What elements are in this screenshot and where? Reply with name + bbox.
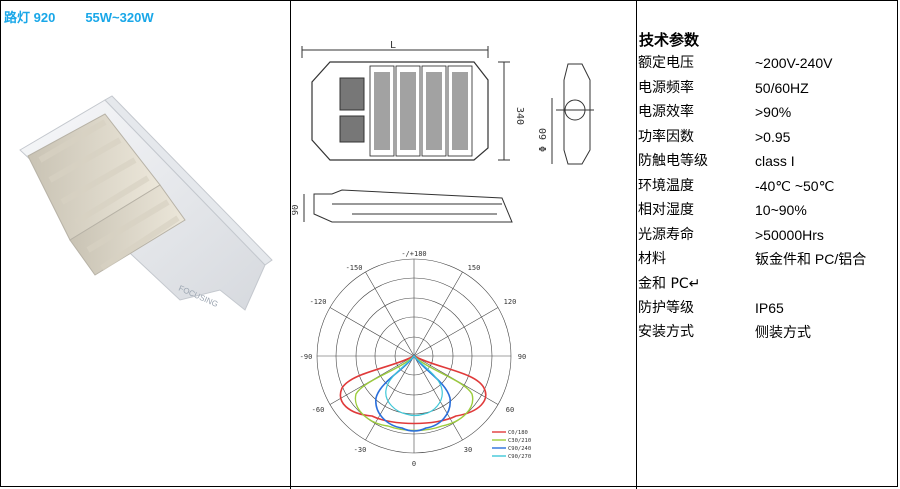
spec-heading: 技术参数 bbox=[639, 31, 700, 49]
spec-value: >90% bbox=[755, 104, 792, 120]
polar-legend: C0/180 C30/210 C90/240 C90/270 bbox=[492, 430, 531, 460]
curve-c0-180 bbox=[339, 355, 487, 425]
power-range: 55W~320W bbox=[85, 10, 154, 25]
spec-value: >0.95 bbox=[755, 128, 791, 145]
spec-table: 技术参数 额定电压 ~200V-240V 电源频率 50/60HZ 电源效率 >90%… bbox=[638, 29, 900, 345]
spec-value: IP65 bbox=[755, 299, 784, 316]
height-label: 90 bbox=[292, 205, 301, 216]
front-view-drawing bbox=[303, 189, 513, 223]
column-divider-1 bbox=[290, 0, 291, 489]
angle-label: -120 bbox=[310, 298, 327, 306]
spec-row: 环境温度 -40℃ ~50℃ bbox=[638, 174, 900, 199]
spec-row: 防触电等级 class I bbox=[638, 149, 900, 174]
spec-key: 电源效率 bbox=[638, 104, 694, 120]
spec-row: 电源效率 >90% bbox=[638, 100, 900, 125]
spec-row: 防护等级 IP65 bbox=[638, 296, 900, 321]
angle-label: -60 bbox=[312, 406, 325, 414]
angle-label: -/+180 bbox=[401, 250, 426, 258]
spec-value: 10~90% bbox=[755, 202, 807, 218]
spec-key: 防护等级 bbox=[638, 299, 694, 316]
spec-row: 相对湿度 10~90% bbox=[638, 198, 900, 223]
spec-row: 电源频率 50/60HZ bbox=[638, 76, 900, 101]
column-divider-2 bbox=[636, 0, 637, 489]
spec-key: 光源寿命 bbox=[638, 226, 694, 243]
spec-key: 电源频率 bbox=[638, 79, 694, 96]
spec-key: 相对湿度 bbox=[638, 202, 694, 218]
legend-entry: C0/180 bbox=[508, 430, 528, 436]
spec-value: 侧装方式 bbox=[755, 324, 811, 340]
spec-row: 功率因数 >0.95 bbox=[638, 125, 900, 150]
spec-key: 防触电等级 bbox=[638, 153, 708, 169]
spec-key: 材料 bbox=[638, 251, 666, 267]
street-light-photo: FOCUSING bbox=[19, 95, 273, 311]
spec-value: 钣金件和 PC/铝合 bbox=[755, 251, 867, 267]
angle-label: 60 bbox=[506, 406, 514, 414]
spec-value: -40℃ ~50℃ bbox=[755, 177, 835, 194]
spec-key: 环境温度 bbox=[638, 177, 694, 194]
spec-row: 额定电压 ~200V-240V bbox=[638, 51, 900, 76]
angle-label: -30 bbox=[354, 446, 367, 454]
spec-value: class I bbox=[755, 153, 795, 169]
side-view-drawing bbox=[551, 63, 594, 165]
spec-value: >50000Hrs bbox=[755, 226, 824, 243]
polar-diagram: -/+180 -150 150 -120 120 -90 90 -60 60 -… bbox=[300, 250, 532, 468]
legend-entry: C30/210 bbox=[508, 438, 531, 444]
angle-label: 150 bbox=[468, 264, 481, 272]
length-label: L bbox=[390, 40, 396, 51]
angle-label: -150 bbox=[346, 264, 363, 272]
angle-label: 90 bbox=[518, 353, 526, 361]
angle-label: -90 bbox=[300, 353, 313, 361]
legend-entry: C90/240 bbox=[508, 446, 531, 452]
diameter-label: Φ 60 bbox=[538, 128, 549, 152]
product-name: 路灯 920 bbox=[4, 10, 56, 25]
angle-label: 120 bbox=[504, 298, 517, 306]
width-label: 340 bbox=[514, 107, 525, 125]
spec-row: 光源寿命 >50000Hrs bbox=[638, 223, 900, 248]
spec-key: 额定电压 bbox=[638, 55, 694, 71]
product-title: 路灯 920 55W~320W bbox=[4, 7, 154, 26]
angle-label: 30 bbox=[464, 446, 472, 454]
spec-value: 50/60HZ bbox=[755, 79, 809, 96]
spec-material-continuation: 金和 PC↵ bbox=[638, 275, 701, 292]
curve-c90-270 bbox=[385, 355, 443, 417]
spec-value: ~200V-240V bbox=[755, 55, 833, 71]
spec-key: 功率因数 bbox=[638, 128, 694, 145]
spec-row: 安装方式 侧装方式 bbox=[638, 320, 900, 345]
technical-drawings: L 340 Φ 60 90 -/+180 -150 150 bbox=[292, 40, 594, 468]
spec-key: 安装方式 bbox=[638, 324, 694, 340]
angle-label: 0 bbox=[412, 460, 416, 468]
top-view-drawing bbox=[301, 46, 510, 161]
spec-row: 材料 钣金件和 PC/铝合 bbox=[638, 247, 900, 272]
curve-c90-240 bbox=[375, 354, 451, 432]
legend-entry: C90/270 bbox=[508, 454, 531, 460]
